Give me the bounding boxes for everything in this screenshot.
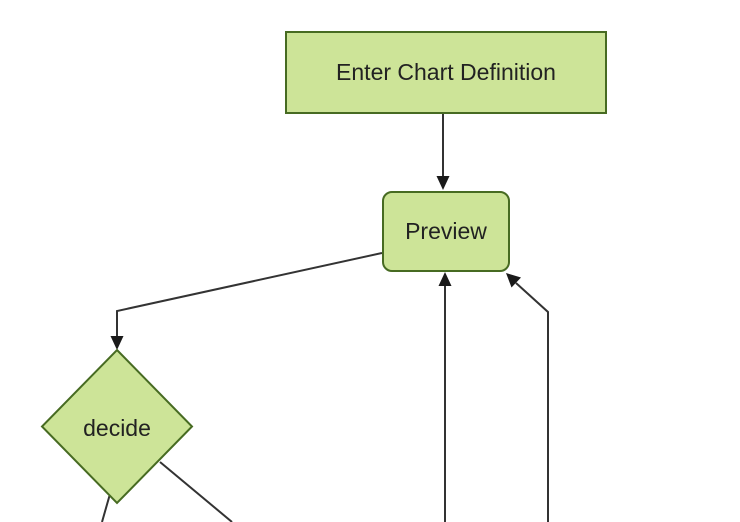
node-decide-label-text: decide xyxy=(83,414,151,441)
edge-offscreen-right-to-preview xyxy=(506,273,549,522)
arrowhead-down-icon xyxy=(436,176,450,190)
edge-decide-to-offscreen-bottom-right xyxy=(159,461,233,522)
node-enter-chart-definition: Enter Chart Definition xyxy=(285,31,607,114)
edge-decide-to-offscreen-bottom-left xyxy=(101,493,111,522)
node-enter-chart-definition-label: Enter Chart Definition xyxy=(336,58,556,85)
arrowhead-up-left-icon xyxy=(506,273,521,288)
arrowhead-up-icon xyxy=(438,272,452,286)
node-preview: Preview xyxy=(382,191,510,272)
node-decide-label: decide xyxy=(47,408,187,448)
edge-offscreen-to-preview xyxy=(438,272,452,522)
node-preview-label: Preview xyxy=(405,217,487,244)
node-decide-shape xyxy=(40,348,194,505)
edge-enter-to-preview xyxy=(436,114,450,190)
arrowhead-down-icon xyxy=(110,336,124,350)
edge-preview-to-decide xyxy=(110,252,383,350)
